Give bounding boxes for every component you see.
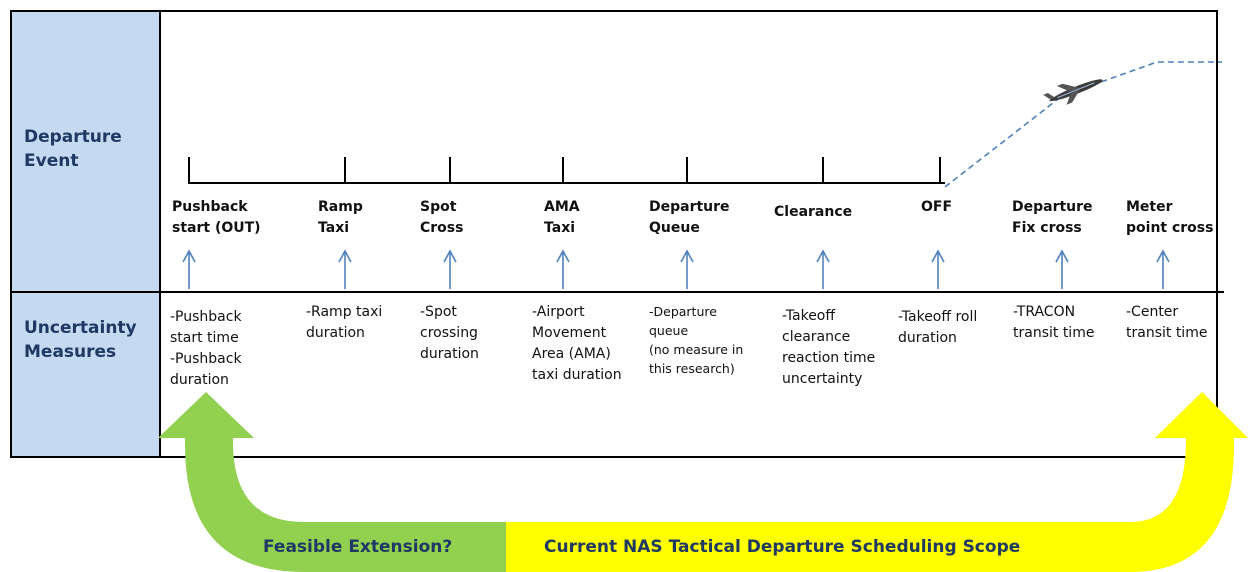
uncertainty-pushback: -Pushback start time -Pushback duration [170,309,242,388]
timeline-ticks [188,157,941,183]
current-scope-label: Current NAS Tactical Departure Schedulin… [544,537,1021,557]
event-label-meter-point: Meter point cross [1126,199,1214,236]
event-label-ama-taxi: AMA Taxi [544,199,580,236]
arrow-ramp-taxi [338,249,352,289]
arrow-pushback [182,249,196,289]
feasible-extension-arrow [158,392,506,572]
uncertainty-clearance: -Takeoff clearance reaction time uncerta… [782,308,876,387]
event-label-spot-cross: Spot Cross [420,199,464,236]
uncertainty-spot-cross: -Spot crossing duration [420,304,479,362]
event-label-departure-queue: Departure Queue [649,199,730,236]
feasible-extension-label: Feasible Extension? [263,537,453,557]
arrow-off [931,249,945,289]
row-header-departure-event: Departure Event [24,125,122,173]
uncertainty-departure-queue: -Departure queue (no measure in this res… [649,304,744,376]
row-header-line: Measures [24,342,117,362]
uncertainty-off: -Takeoff roll duration [898,309,978,346]
uncertainty-ama-taxi: -Airport Movement Area (AMA) taxi durati… [532,304,622,383]
arrow-ama-taxi [556,249,570,289]
event-label-departure-fix: Departure Fix cross [1012,199,1093,236]
row-header-uncertainty-measures: Uncertainty Measures [24,316,137,364]
row-header-line: Departure [24,127,122,147]
row-header-line: Event [24,151,79,171]
jet-airplane-icon [1043,79,1103,105]
climb-path [944,61,1222,188]
current-scope-arrow [506,392,1248,572]
event-label-ramp-taxi: Ramp Taxi [318,199,363,236]
row-header-column [12,12,160,457]
event-label-clearance: Clearance [774,204,853,220]
row-header-line: Uncertainty [24,318,137,338]
arrow-departure-queue [680,249,694,289]
event-label-pushback: Pushback start (OUT) [172,199,261,236]
arrow-departure-fix [1055,249,1069,289]
table-frame [10,10,1218,458]
uncertainty-departure-fix: -TRACON transit time [1013,304,1095,341]
uncertainty-meter-point: -Center transit time [1126,304,1208,341]
arrow-meter-point [1156,249,1170,289]
arrow-clearance [816,249,830,289]
arrow-spot-cross [443,249,457,289]
event-label-off: OFF [921,199,953,215]
uncertainty-ramp-taxi: -Ramp taxi duration [306,304,383,341]
event-arrows [182,249,1170,289]
